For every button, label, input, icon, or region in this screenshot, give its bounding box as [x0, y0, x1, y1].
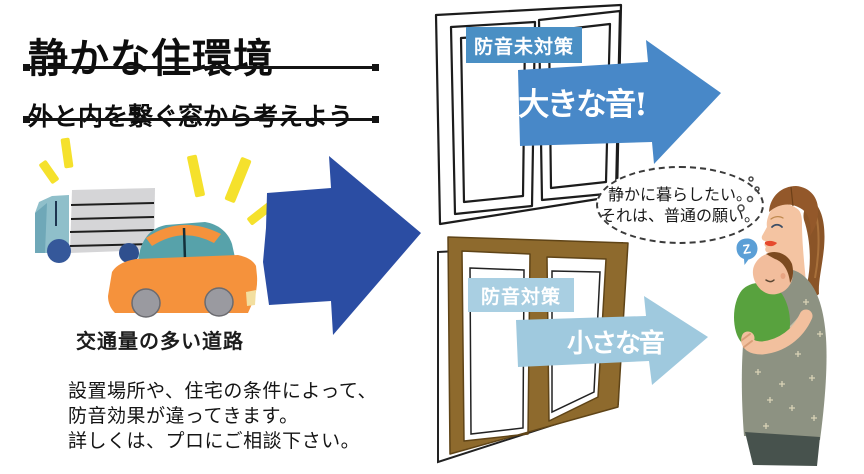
car-icon — [108, 222, 258, 318]
thought-line-1: 静かに暮らしたい。 — [607, 185, 752, 204]
mother-hair — [769, 186, 819, 236]
mother-skirt — [745, 432, 820, 466]
footer-note-line-2: 防音効果が違ってきます。 — [68, 405, 299, 427]
truck-icon — [35, 188, 155, 263]
divider-endcap — [372, 116, 379, 123]
thought-bubble-trail — [737, 176, 760, 212]
treated-badge: 防音対策 — [468, 278, 574, 312]
baby-hair — [766, 252, 794, 283]
quiet-sound-label: 小さな音 — [566, 329, 665, 359]
traffic-illustration — [35, 137, 275, 318]
sleep-mark: Z — [742, 241, 752, 257]
loud-sound-arrow-icon — [518, 40, 721, 164]
mother-face — [761, 204, 806, 282]
divider-line-top — [23, 64, 379, 71]
page-title: 静かな住環境 — [28, 36, 274, 81]
mother-ponytail — [803, 200, 825, 297]
thought-line-2: それは、普通の願い。 — [599, 206, 760, 225]
mother-lips — [765, 240, 777, 247]
untreated-badge-label: 防音未対策 — [473, 36, 574, 58]
sweater-pattern — [755, 299, 823, 429]
loud-sound-label: 大きな音! — [518, 87, 648, 123]
divider-endcap — [372, 64, 379, 71]
divider-endcap — [23, 116, 30, 123]
baby-eye — [765, 279, 775, 283]
quiet-sound-arrow-shape — [516, 296, 708, 385]
footer-note-line-1: 設置場所や、住宅の条件によって、 — [68, 380, 377, 402]
big-noise-arrow-icon — [263, 156, 421, 335]
untreated-badge: 防音未対策 — [466, 27, 582, 63]
mother-eye — [771, 223, 783, 228]
footer-note: 設置場所や、住宅の条件によって、 防音効果が違ってきます。 詳しくは、プロにご相… — [68, 379, 377, 454]
quiet-sound-arrow-icon — [516, 296, 708, 385]
page-subtitle: 外と内を繋ぐ窓から考えよう — [28, 102, 354, 131]
loud-sound-arrow-shape — [518, 40, 721, 164]
noise-flash-icon — [39, 137, 74, 184]
thought-bubble: 静かに暮らしたい。 それは、普通の願い。 — [596, 166, 764, 244]
footer-note-line-3: 詳しくは、プロにご相談下さい。 — [68, 430, 361, 452]
divider-endcap — [23, 64, 30, 71]
mother-and-baby-illustration — [734, 176, 827, 466]
sleep-bubble-icon: Z — [736, 238, 758, 265]
big-noise-arrow-shape — [263, 156, 421, 335]
road-caption: 交通量の多い道路 — [76, 331, 244, 353]
treated-badge-label: 防音対策 — [480, 286, 561, 308]
divider-line-bottom — [23, 116, 379, 123]
